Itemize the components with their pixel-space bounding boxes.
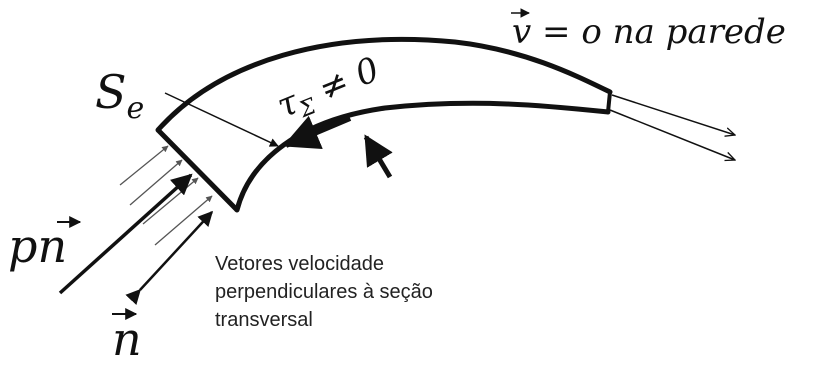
wall-velocity-label: v = o na parede <box>511 8 786 52</box>
velocity-note-line-1: Vetores velocidade <box>215 253 384 275</box>
velocity-note: Vetores velocidade perpendiculares à seç… <box>215 253 438 331</box>
velocity-vector <box>119 145 169 186</box>
pipe <box>155 36 613 213</box>
velocity-symbol: v <box>512 12 531 52</box>
shear-label: τΣ ≠ 0 <box>271 50 386 131</box>
svg-text:τΣ ≠ 0: τΣ ≠ 0 <box>271 50 386 131</box>
pipe-inlet-section <box>156 128 239 212</box>
pressure-label: pn <box>8 216 82 273</box>
pipe-inner-wall <box>234 100 611 213</box>
svg-text:n: n <box>112 312 142 366</box>
velocity-vector <box>129 159 183 206</box>
velocity-note-line-3: transversal <box>215 309 313 331</box>
surface-label: Se <box>95 65 144 126</box>
outlet-arrow-upper <box>611 94 735 135</box>
velocity-note-line-2: perpendiculares à seção <box>215 281 433 303</box>
shear-stress-arrow <box>282 115 352 149</box>
normal-vector-arrow <box>125 210 214 306</box>
surface-pointer-arrow <box>164 92 279 147</box>
outlet-arrow-lower <box>609 109 735 160</box>
wall-velocity-text: = o na parede <box>531 12 786 52</box>
pipe-outlet-section <box>606 91 612 113</box>
outlet-arrows <box>609 94 735 160</box>
svg-text:v = o na parede: v = o na parede <box>512 12 786 52</box>
pipe-outer-wall <box>155 36 613 133</box>
normal-label: n <box>112 308 142 366</box>
svg-text:pn: pn <box>8 219 67 273</box>
pressure-force-arrow <box>58 173 193 295</box>
wall-arrow <box>363 134 393 179</box>
velocity-vector <box>142 177 199 225</box>
